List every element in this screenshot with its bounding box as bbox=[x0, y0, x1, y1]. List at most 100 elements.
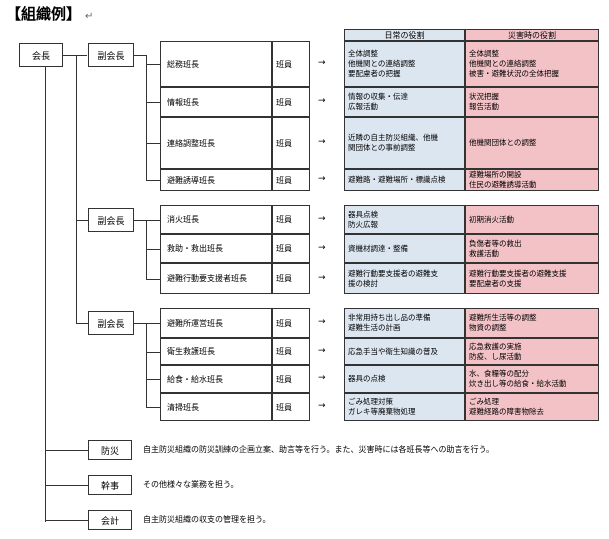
disaster-role-line: 他機関との連絡調整 bbox=[469, 59, 537, 68]
team-member-cell: 班員 bbox=[272, 169, 310, 191]
normal-role-cell: 避難行動要支援者の避難支援の検討 bbox=[344, 263, 465, 294]
disaster-role-line: 状況把握 bbox=[469, 92, 499, 101]
disaster-role-line: 住民の避難誘導活動 bbox=[469, 180, 537, 189]
teams-bracket-line bbox=[146, 219, 147, 280]
return-mark-icon: ↵ bbox=[85, 11, 94, 22]
team-member-cell: 班員 bbox=[272, 234, 310, 263]
disaster-role-cell: 全体調整他機関との連絡調整被害・避難状況の全体把握 bbox=[465, 41, 599, 87]
disaster-role-line: 避難場所の開設 bbox=[469, 170, 522, 179]
team-leader-cell: 避難所運営班長 bbox=[160, 308, 272, 338]
normal-role-cell: 近隣の自主防災組織、他機関団体との事前調整 bbox=[344, 117, 465, 169]
staff-box: 防災 bbox=[88, 440, 132, 460]
normal-role-line: 避難生活の計画 bbox=[348, 323, 401, 332]
team-leader-cell: 救助・救出班長 bbox=[160, 234, 272, 263]
team-branch-line bbox=[146, 379, 160, 380]
arrow-icon: → bbox=[318, 174, 326, 184]
normal-role-cell: 全体調整他機関との連絡調整要配慮者の把握 bbox=[344, 41, 465, 87]
chief-box: 会長 bbox=[19, 43, 63, 67]
arrow-icon: → bbox=[318, 317, 326, 327]
team-leader-cell: 清掃班長 bbox=[160, 393, 272, 421]
staff-branch-line bbox=[45, 485, 88, 486]
normal-role-line: 広報活動 bbox=[348, 102, 378, 111]
teams-bracket-line bbox=[146, 323, 147, 408]
disaster-role-cell: ごみ処理避難経路の障害物除去 bbox=[465, 393, 599, 421]
staff-box: 幹事 bbox=[88, 475, 132, 495]
team-leader-cell: 総務班長 bbox=[160, 41, 272, 87]
team-member-cell: 班員 bbox=[272, 338, 310, 365]
team-member-cell: 班員 bbox=[272, 308, 310, 338]
normal-role-line: 避難行動要支援者の避難支 bbox=[348, 268, 438, 278]
vice-chief-box: 副会長 bbox=[88, 208, 134, 232]
normal-role-line: 非常用持ち出し品の準備 bbox=[348, 313, 431, 322]
disaster-role-line: 避難行動要支援者の避難支援 bbox=[469, 268, 567, 278]
trunk-line bbox=[45, 67, 46, 522]
team-member-cell: 班員 bbox=[272, 393, 310, 421]
normal-role-line: 援の検討 bbox=[348, 278, 378, 288]
disaster-role-cell: 避難行動要支援者の避難支援要配慮者の支援 bbox=[465, 263, 599, 294]
normal-role-cell: ごみ処理対策ガレキ等廃棄物処理 bbox=[344, 393, 465, 421]
team-leader-cell: 給食・給水班長 bbox=[160, 365, 272, 393]
normal-role-line: 全体調整 bbox=[348, 49, 378, 58]
disaster-role-cell: 初期消火活動 bbox=[465, 205, 599, 234]
vice-to-teams-line bbox=[134, 220, 146, 221]
disaster-role-cell: 避難場所の開設住民の避難誘導活動 bbox=[465, 169, 599, 191]
staff-branch-line bbox=[45, 520, 88, 521]
disaster-role-line: 救護活動 bbox=[469, 248, 499, 258]
team-member-cell: 班員 bbox=[272, 41, 310, 87]
team-branch-line bbox=[146, 102, 160, 103]
teams-bracket-line bbox=[146, 55, 147, 181]
chief-to-vice-line bbox=[63, 55, 87, 56]
disaster-role-line: 初期消火活動 bbox=[469, 214, 514, 224]
disaster-role-line: 避難経路の障害物除去 bbox=[469, 407, 544, 416]
arrow-icon: → bbox=[318, 96, 326, 106]
team-branch-line bbox=[146, 248, 160, 250]
arrow-icon: → bbox=[318, 272, 326, 283]
header-disaster-role: 災害時の役割 bbox=[465, 29, 599, 41]
vice-chief-box: 副会長 bbox=[88, 311, 134, 335]
arrow-icon: → bbox=[318, 137, 326, 147]
team-member-cell: 班員 bbox=[272, 263, 310, 294]
arrow-icon: → bbox=[318, 345, 326, 356]
normal-role-cell: 非常用持ち出し品の準備避難生活の計画 bbox=[344, 308, 465, 338]
arrow-icon: → bbox=[318, 401, 326, 411]
disaster-role-line: 全体調整 bbox=[469, 49, 499, 58]
vice-chief-box: 副会長 bbox=[88, 43, 134, 67]
normal-role-line: ガレキ等廃棄物処理 bbox=[348, 407, 416, 416]
normal-role-cell: 資機材調達・整備 bbox=[344, 234, 465, 263]
staff-box: 会計 bbox=[88, 510, 132, 530]
team-branch-line bbox=[146, 219, 160, 221]
disaster-role-line: 他機関団体との調整 bbox=[469, 138, 537, 147]
team-branch-line bbox=[146, 64, 160, 65]
staff-description: 自主防災組織の防災訓練の企画立案、助言等を行う。また、災害時には各班長等への助言… bbox=[143, 445, 495, 454]
disaster-role-line: 避難所生活等の調整 bbox=[469, 313, 537, 322]
disaster-role-line: 報告活動 bbox=[469, 102, 499, 111]
normal-role-line: 応急手当や衛生知識の普及 bbox=[348, 346, 438, 356]
team-leader-cell: 消火班長 bbox=[160, 205, 272, 234]
disaster-role-line: ごみ処理 bbox=[469, 397, 499, 406]
vice-to-teams-line bbox=[134, 323, 146, 324]
arrow-icon: → bbox=[318, 242, 326, 253]
team-member-cell: 班員 bbox=[272, 87, 310, 117]
normal-role-line: 防火広報 bbox=[348, 219, 378, 229]
vice-column-line bbox=[76, 55, 77, 323]
disaster-role-line: 炊き出し等の給食・給水活動 bbox=[469, 379, 567, 388]
disaster-role-cell: 避難所生活等の調整物資の調整 bbox=[465, 308, 599, 338]
normal-role-line: ごみ処理対策 bbox=[348, 397, 393, 406]
disaster-role-cell: 応急救護の実施防疫、し尿活動 bbox=[465, 338, 599, 365]
disaster-role-cell: 負傷者等の救出救護活動 bbox=[465, 234, 599, 263]
team-branch-line bbox=[146, 143, 160, 144]
arrow-icon: → bbox=[318, 373, 326, 383]
header-normal-role: 日常の役割 bbox=[344, 29, 465, 41]
normal-role-line: 近隣の自主防災組織、他機 bbox=[348, 133, 438, 142]
team-branch-line bbox=[146, 323, 160, 324]
normal-role-cell: 器具点検防火広報 bbox=[344, 205, 465, 234]
disaster-role-line: 物資の調整 bbox=[469, 323, 507, 332]
normal-role-line: 避難路・避難場所・標識点検 bbox=[348, 175, 446, 184]
arrow-icon: → bbox=[318, 213, 326, 224]
team-leader-cell: 情報班長 bbox=[160, 87, 272, 117]
normal-role-line: 器具の点検 bbox=[348, 374, 386, 383]
normal-role-line: 器具点検 bbox=[348, 209, 378, 219]
disaster-role-cell: 他機関団体との調整 bbox=[465, 117, 599, 169]
team-member-cell: 班員 bbox=[272, 205, 310, 234]
vice-to-teams-line bbox=[134, 55, 146, 56]
